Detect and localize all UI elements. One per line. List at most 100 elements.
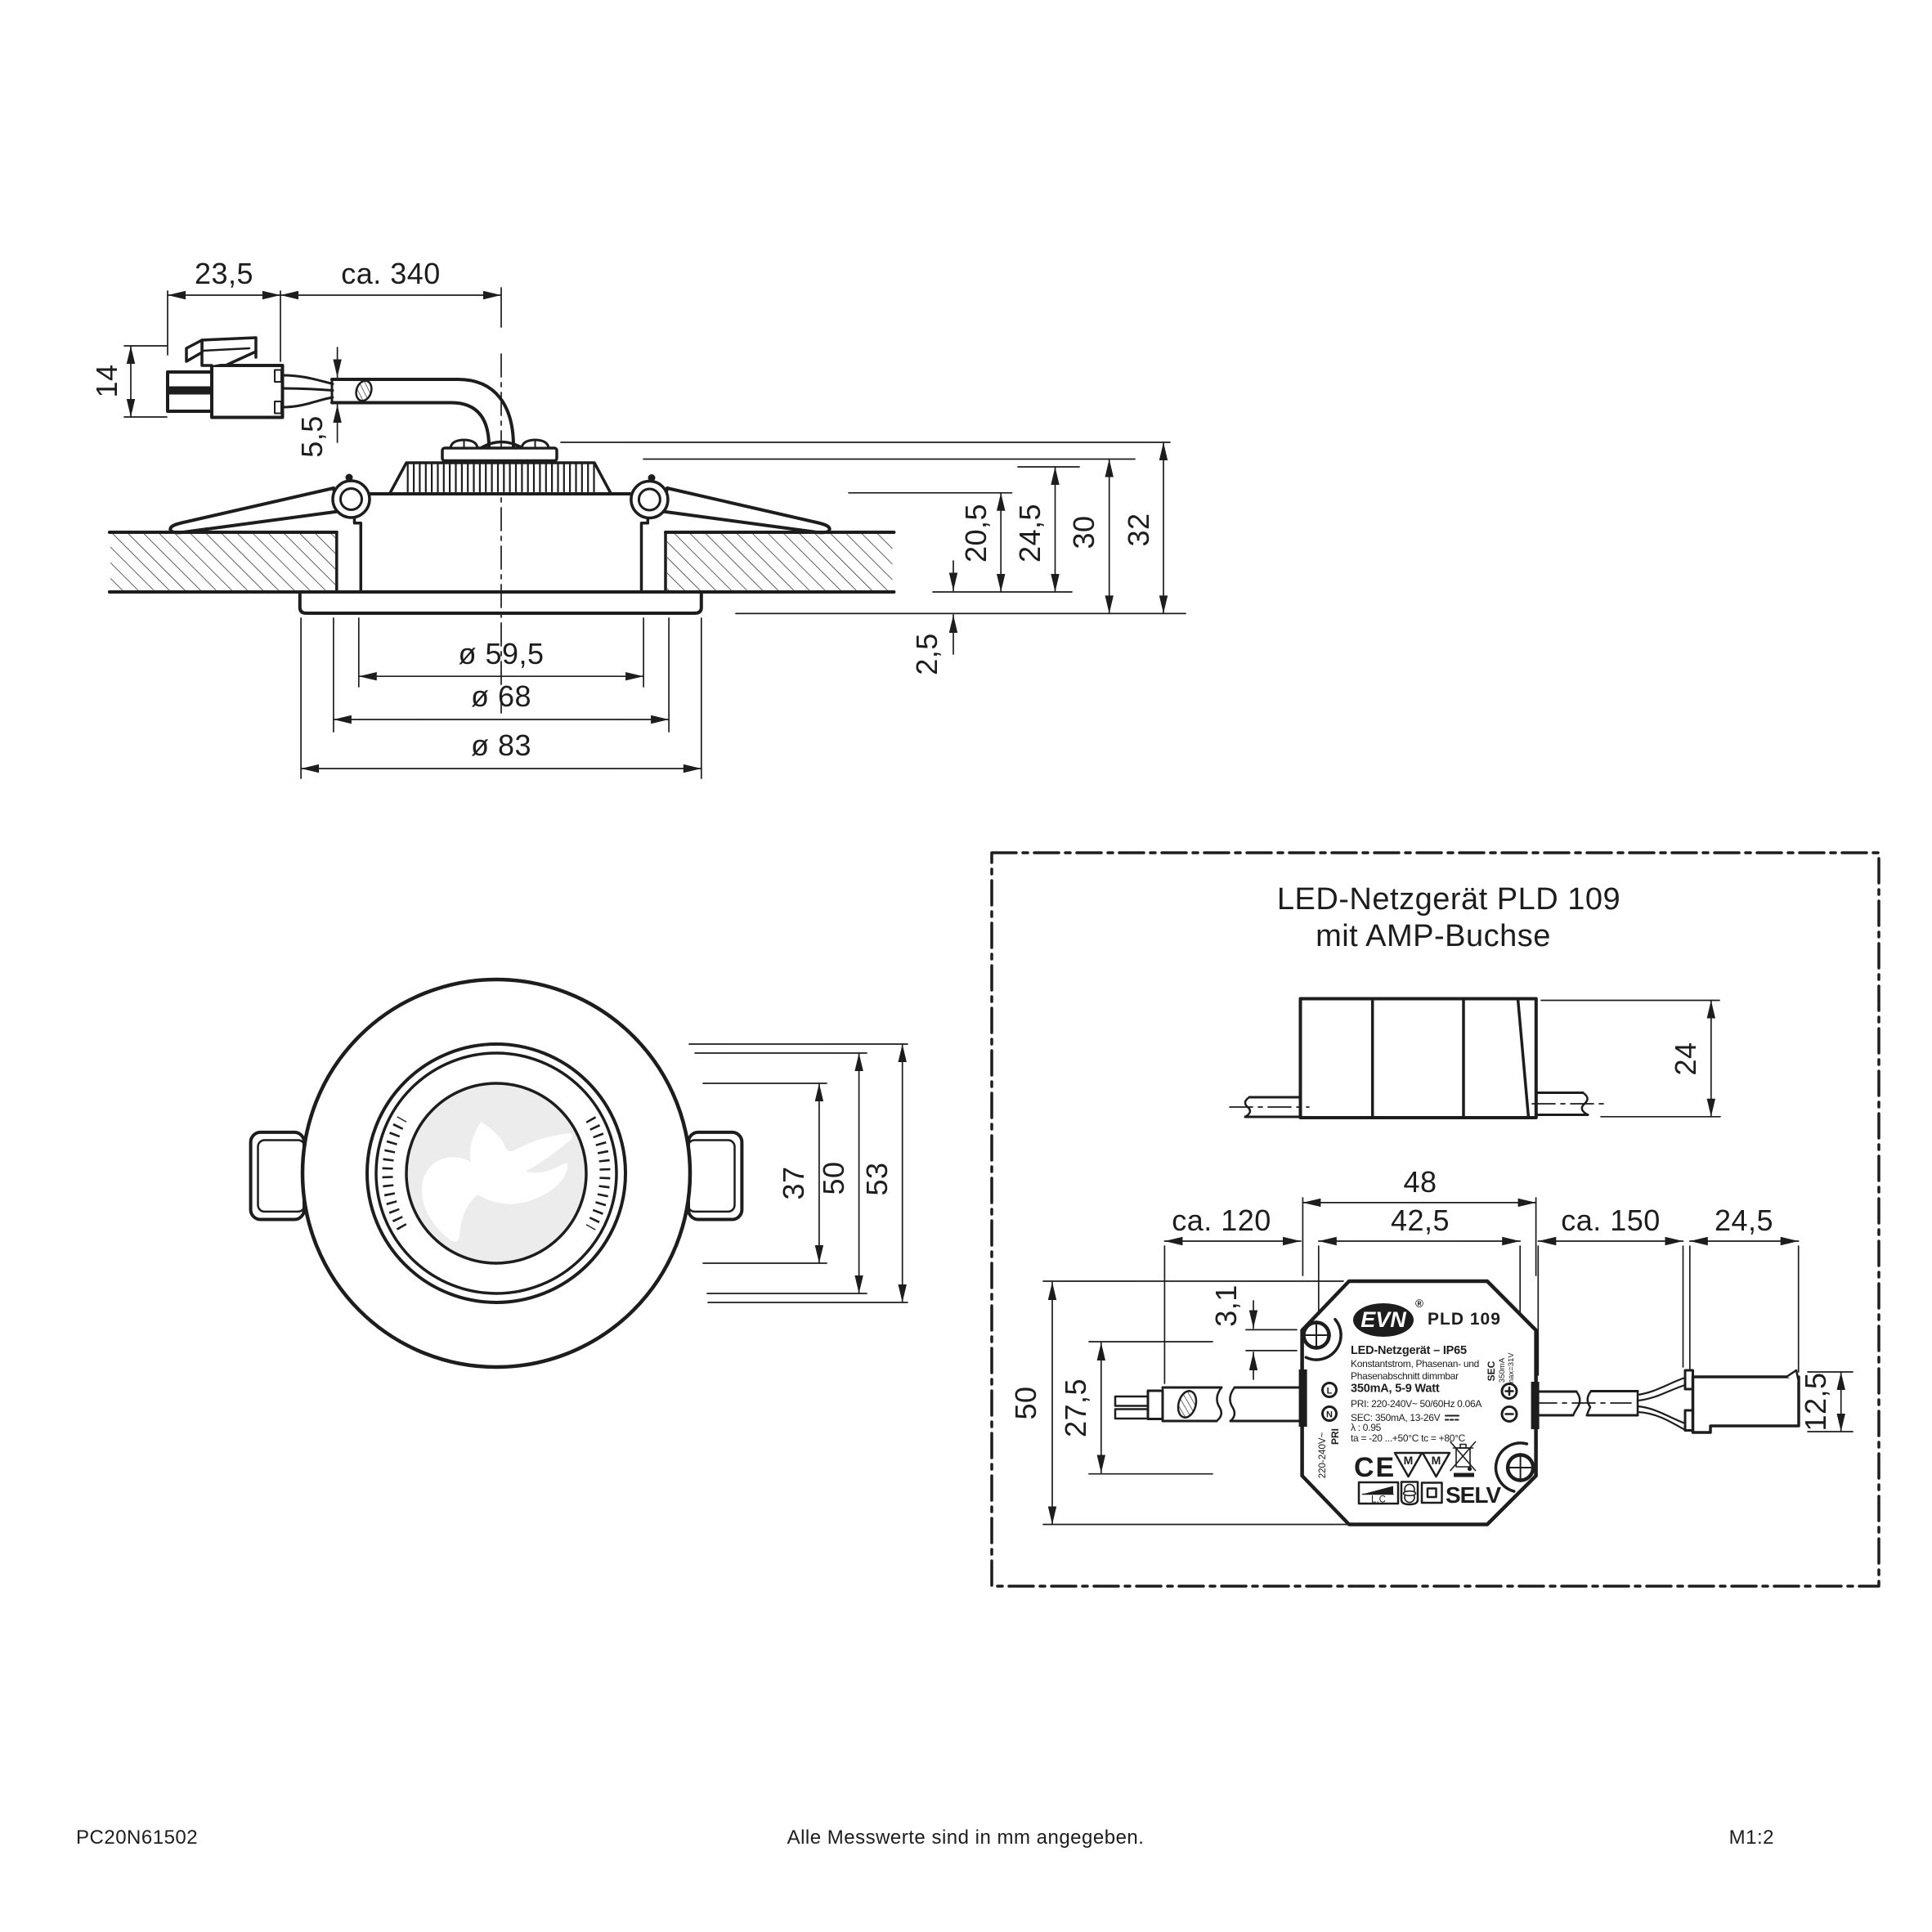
height-dimensions: 20,5 24,5 30 32 2,5 [560,442,1186,675]
enec-m-1: M [1404,1454,1414,1467]
dim-label-plug-height-right: 12,5 [1799,1372,1832,1431]
strain-relief-bracket [441,438,558,463]
panel-title-line1: LED-Netzgerät PLD 109 [1277,882,1620,917]
dim-label-gland-offset: 3,1 [1209,1284,1243,1327]
screw-top-left [1302,1317,1343,1361]
pri-voltage: 220-240V~ [1318,1432,1328,1478]
dim-label-bezel-gap: 2,5 [910,633,944,675]
sec-text: SEC [1486,1360,1497,1381]
dim-label-cable-in: ca. 120 [1172,1204,1271,1237]
evn-logo [1353,1303,1414,1337]
label-line1: Konstantstrom, Phasenan- und [1351,1358,1479,1369]
amp-socket [1683,1369,1800,1434]
weee-bin-icon [1450,1441,1477,1477]
front-view-dimensions: 37 50 53 [688,1043,908,1303]
label-title: LED-Netzgerät – IP65 [1351,1344,1467,1357]
dim-label-height-32: 32 [1122,513,1155,546]
enec-triangle-2: M [1421,1451,1451,1478]
diameter-dimensions: ø 59,5 ø 68 ø 83 [300,617,702,779]
secondary-cable [1533,1376,1687,1432]
dim-label-height-24-5: 24,5 [1013,504,1047,563]
dim-label-dia-cutout: ø 68 [471,679,531,713]
gland-right [1531,1382,1540,1429]
amp-plug [166,336,285,419]
footer: PC20N61502 Alle Messwerte sind in mm ang… [76,1827,1774,1849]
footer-scale: M1:2 [1729,1827,1774,1849]
dim-label-plug-right-length: 24,5 [1715,1204,1773,1237]
ceiling [107,531,896,594]
dim-label-height-30: 30 [1067,515,1100,549]
dim-label-plug-length: 23,5 [195,257,253,290]
dim-gland-offset: 3,1 [1209,1284,1298,1380]
heatsink [388,461,612,494]
driver-label: EVN ® PLD 109 LED-Netzgerät – IP65 Konst… [1318,1298,1518,1508]
enec-m-2: M [1432,1454,1441,1467]
registered-mark: ® [1415,1298,1423,1310]
trim-bezel [298,590,703,615]
label-line6: λ : 0.95 [1351,1422,1382,1433]
mounting-tab-right [687,1130,744,1222]
driver-top-dims: 48 42,5 ca. 120 ca. 150 24,5 [1163,1165,1800,1384]
sec-umax: Umax=31V [1507,1352,1516,1392]
dim-label-recess-depth: 20,5 [959,504,993,563]
dim-cable-dia: 5,5 [295,347,342,458]
ce-mark: CE [1354,1452,1396,1483]
gland-left [1298,1369,1307,1427]
dim-label-cable-out: ca. 150 [1561,1204,1661,1237]
sec-current: 350mA [1498,1357,1507,1383]
pri-text: PRI [1329,1428,1341,1445]
dim-height-total: 50 [1009,1280,1348,1526]
section-view: 23,5 ca. 340 14 5,5 [90,257,1186,779]
label-line2: Phasenabschnitt dimmbar [1351,1370,1459,1382]
driver-panel: LED-Netzgerät PLD 109 mit AMP-Buchse 24 [990,851,1880,1588]
mounting-tab-left [249,1130,307,1222]
transformer-icon [1400,1481,1419,1506]
dim-label-plug-height: 14 [90,364,123,397]
spring-clip-right [630,474,832,535]
dim-label-front-trim: 53 [860,1162,894,1195]
dim-label-wire-spread: 27,5 [1059,1378,1092,1437]
cable-section-mark [355,379,373,402]
mains-cable [1114,1386,1301,1423]
inner-ring-outer-edge [365,1042,627,1304]
dim-cable-length: ca. 340 [280,257,502,300]
selv-text: SELV [1446,1482,1501,1508]
label-line4: PRI: 220-240V~ 50/60Hz 0.06A [1351,1398,1481,1410]
footer-doc-number: PC20N61502 [76,1827,198,1849]
inner-ring-inner-edge [374,1051,618,1295]
panel-border [990,851,1880,1588]
dim-label-dia-glass: ø 59,5 [458,637,544,670]
cable [330,378,515,448]
terminal-n: N [1326,1410,1333,1420]
driver-side-view: 24 [1229,997,1721,1119]
dim-plug-height: 14 [90,345,168,418]
dim-label-cable-dia: 5,5 [295,415,329,458]
model-text: PLD 109 [1428,1310,1501,1329]
class2-icon [1420,1481,1443,1504]
lens-highlight [421,1122,573,1242]
dimmer-load-text: L,C [1371,1495,1386,1505]
dim-label-front-lens: 37 [777,1166,810,1199]
dim-plug-length: 23,5 [167,257,281,362]
label-line3: 350mA, 5-9 Watt [1351,1383,1440,1396]
dimmer-icon: L,C [1357,1481,1400,1505]
label-line5: SEC: 350mA, 13-26V [1351,1412,1441,1423]
plug-wires [281,374,334,409]
front-view: 37 50 53 [249,977,908,1369]
dim-wire-spread: 27,5 [1059,1341,1213,1475]
terminal-l: L [1327,1387,1333,1396]
dim-label-width-total: 48 [1403,1165,1437,1199]
dim-label-dia-trim: ø 83 [471,728,531,762]
label-line7: ta = -20 ...+50°C tc = +80°C [1351,1432,1466,1444]
spring-clip-left [168,473,371,535]
panel-title-line2: mit AMP-Buchse [1316,919,1551,953]
dim-plug-height-right: 12,5 [1799,1371,1854,1432]
dim-label-front-ring: 50 [817,1161,850,1195]
enec-triangle-1: M [1393,1451,1423,1478]
dim-label-height-total: 50 [1009,1386,1042,1419]
evn-logo-text: EVN [1360,1307,1406,1332]
dim-label-cable-length: ca. 340 [341,257,441,290]
dim-label-width-body: 42,5 [1391,1204,1450,1237]
